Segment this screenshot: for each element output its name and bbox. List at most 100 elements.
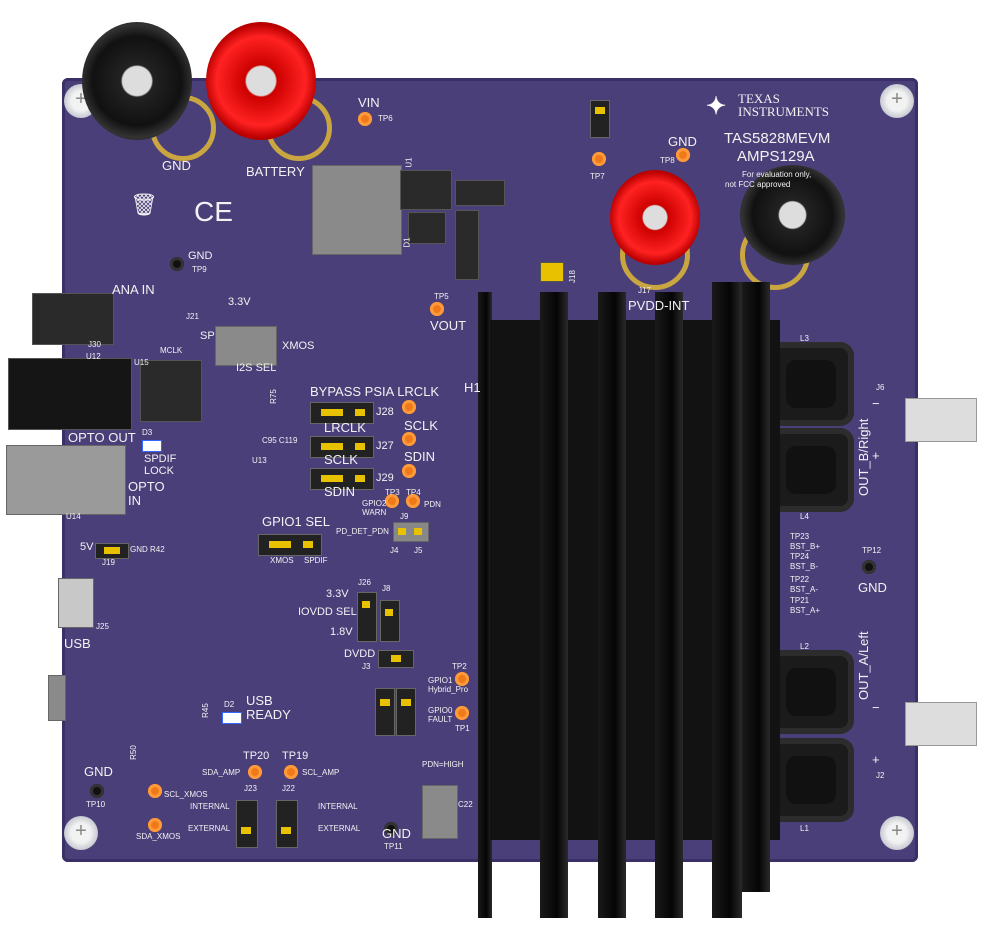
label-j22: J22 (282, 784, 295, 793)
jumper-j9[interactable] (393, 522, 429, 542)
label-gnd-tp9: GND (188, 250, 213, 262)
testpoint-sda-xmos[interactable] (148, 818, 162, 832)
testpoint-tp5[interactable] (430, 302, 444, 316)
jumper-gpio1-sel[interactable] (258, 534, 322, 556)
gnd-binding-post[interactable] (82, 22, 192, 140)
label-l2: L2 (800, 642, 809, 651)
label-iovdd-sel: IOVDD SEL (298, 606, 357, 618)
label-j4: J4 (390, 546, 399, 555)
testpoint-tp7[interactable] (592, 152, 606, 166)
inductor-l1 (768, 738, 854, 822)
label-out-b-right: OUT_B/Right (856, 418, 871, 496)
label-internal-left: INTERNAL (190, 802, 230, 811)
eval-notice-2: not FCC approved (725, 180, 791, 189)
label-r45: R45 (200, 703, 210, 718)
heatsink-fin (742, 282, 770, 892)
led-d2 (222, 712, 242, 724)
label-tp12: TP12 (862, 546, 882, 555)
label-c95-c119: C95 C119 (262, 436, 298, 445)
label-u13: U13 (252, 456, 267, 465)
jumper-j26[interactable] (357, 592, 377, 642)
label-sel-xmos: XMOS (270, 556, 294, 565)
jumper-j19[interactable] (95, 543, 129, 559)
testpoint-tp1[interactable] (455, 706, 469, 720)
audio-jack-j30[interactable] (32, 293, 114, 345)
label-j27: J27 (376, 440, 394, 452)
label-pdn-high: PDN=HIGH (422, 760, 464, 769)
label-battery: BATTERY (246, 164, 305, 179)
testpoint-tp2[interactable] (455, 672, 469, 686)
label-external-left: EXTERNAL (188, 824, 231, 833)
jumper-j23[interactable] (236, 800, 258, 848)
label-d2: D2 (224, 700, 235, 709)
label-tp6: TP6 (378, 114, 393, 123)
label-gnd-tp8: GND (668, 134, 697, 149)
testpoint-tp10[interactable] (90, 784, 104, 798)
testpoint-tp4[interactable] (406, 494, 420, 508)
label-j3: J3 (362, 662, 371, 671)
label-spdif: SP (200, 330, 215, 342)
testpoint-tp8[interactable] (676, 148, 690, 162)
label-bst-b-plus: BST_B+ (790, 542, 821, 551)
label-opto-in: OPTO IN (128, 479, 165, 508)
inductor-l3 (768, 342, 854, 426)
opto-in-connector[interactable] (6, 445, 126, 515)
label-gpio1-hybrid-pro: GPIO1 Hybrid_Pro (428, 676, 469, 694)
label-gpio2-warn: GPIO2 WARN (362, 499, 387, 517)
jumper-j22[interactable] (276, 800, 298, 848)
label-j30: J30 (88, 340, 101, 349)
label-gnd-r42: GND R42 (130, 545, 165, 554)
label-l1: L1 (800, 824, 809, 833)
ti-logo-icon: ✦ (706, 93, 727, 120)
diode-d1 (408, 212, 446, 244)
jumper-j18[interactable] (540, 262, 564, 282)
inductor-block (312, 165, 402, 255)
jumper-j8[interactable] (380, 600, 400, 642)
testpoint-tp11[interactable] (384, 822, 398, 836)
label-bst-a-plus: BST_A+ (790, 606, 821, 615)
label-u12: U12 (86, 352, 101, 361)
label-l4: L4 (800, 512, 809, 521)
testpoint-tp3[interactable] (385, 494, 399, 508)
label-j18: J18 (567, 270, 577, 283)
xmos-chip-u15 (140, 360, 202, 422)
label-tp11: TP11 (384, 842, 403, 851)
jumper-j29[interactable] (310, 468, 374, 490)
testpoint-lrclk[interactable] (402, 400, 416, 414)
jumper-j3[interactable] (378, 650, 414, 668)
label-d3: D3 (142, 428, 153, 437)
label-gnd-tp11: GND (382, 826, 411, 841)
testpoint-tp20[interactable] (248, 765, 262, 779)
testpoint-tp12[interactable] (862, 560, 876, 574)
jumper-j10[interactable] (375, 688, 395, 736)
testpoint-tp6[interactable] (358, 112, 372, 126)
pdn-switch[interactable] (422, 785, 458, 839)
label-tp4: TP4 (406, 488, 421, 497)
label-tp22: TP22 (790, 575, 810, 584)
opto-out-connector[interactable] (8, 358, 132, 430)
testpoint-sdin[interactable] (402, 464, 416, 478)
testpoint-tp9[interactable] (170, 257, 184, 271)
testpoint-scl-xmos[interactable] (148, 784, 162, 798)
mounting-hole (880, 84, 914, 118)
label-tp24: TP24 (790, 552, 810, 561)
heatsink-fin (540, 292, 568, 918)
jumper-j11[interactable] (396, 688, 416, 736)
label-scl-amp: SCL_AMP (302, 768, 340, 777)
speaker-connector-j6[interactable] (905, 398, 977, 442)
i2s-sel-switch[interactable] (215, 326, 277, 366)
pvdd-binding-post[interactable] (610, 170, 700, 265)
heatsink-fin (655, 292, 683, 918)
label-sdin: SDIN (324, 484, 356, 499)
usb-connector-j25[interactable] (58, 578, 94, 628)
jumper-j28[interactable] (310, 402, 374, 424)
label-minus-b: − (872, 396, 880, 411)
testpoint-tp19[interactable] (284, 765, 298, 779)
speaker-connector-j2[interactable] (905, 702, 977, 746)
jumper-tp7[interactable] (590, 100, 610, 138)
gnd-binding-post-2[interactable] (740, 165, 845, 265)
battery-binding-post[interactable] (206, 22, 316, 140)
jumper-j27[interactable] (310, 436, 374, 458)
testpoint-sclk[interactable] (402, 432, 416, 446)
